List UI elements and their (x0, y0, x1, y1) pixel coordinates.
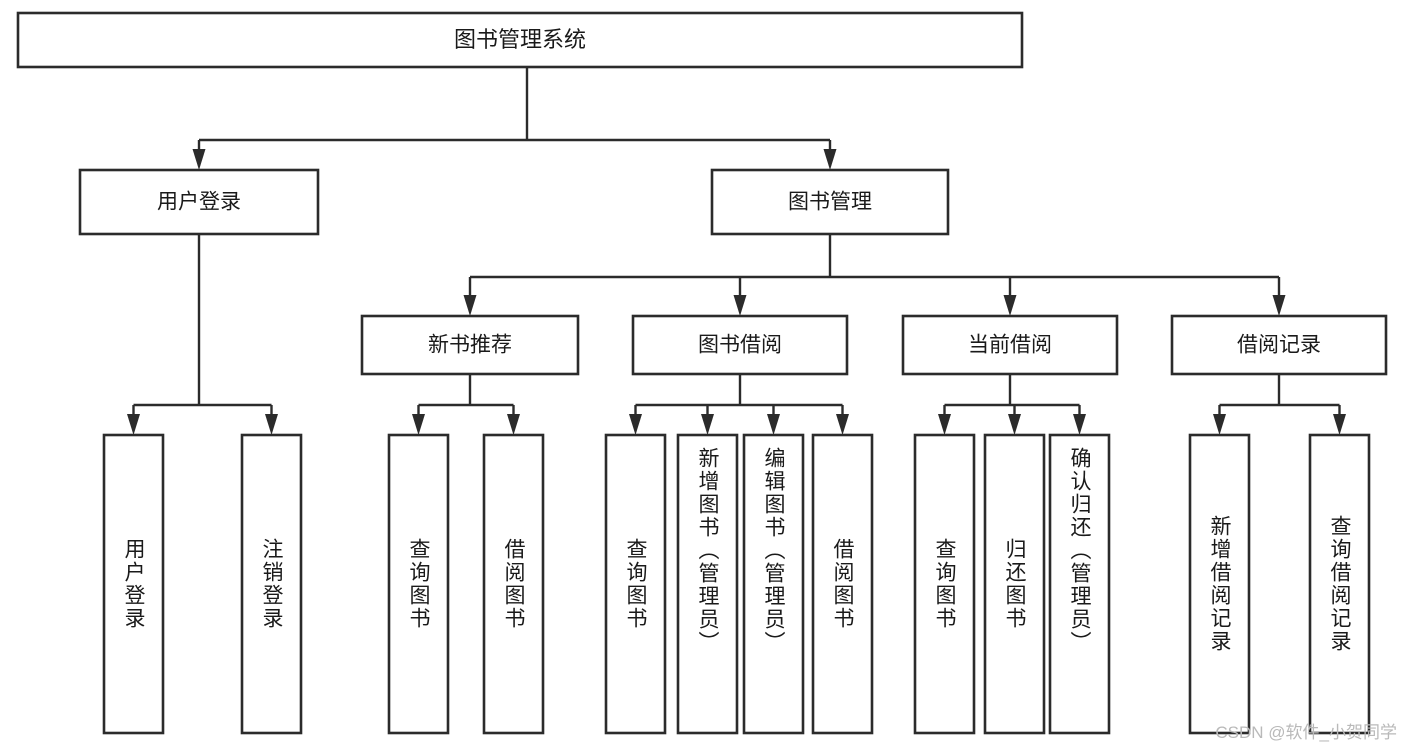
node-box-root[interactable] (16, 11, 1024, 69)
node-box-leaf-borrow-book-rec[interactable] (482, 433, 545, 735)
arrow-head-icon (192, 149, 206, 170)
arrow-head-icon (463, 295, 477, 316)
arrow-head-icon (733, 295, 747, 316)
node-label-user-login: 用户登录 (157, 191, 241, 214)
node-box-leaf-user-login[interactable] (102, 433, 165, 735)
connectors-layer (127, 67, 1346, 435)
node-box-leaf-query-borrow-record[interactable] (1308, 433, 1371, 735)
node-box-leaf-query-book-current[interactable] (913, 433, 976, 735)
node-label-book-manage: 图书管理 (788, 191, 872, 214)
arrow-head-icon (823, 149, 837, 170)
node-box-leaf-confirm-return-admin[interactable] (1048, 433, 1111, 735)
arrow-head-icon (767, 414, 780, 435)
node-box-leaf-edit-book-admin[interactable] (742, 433, 805, 735)
node-box-leaf-query-book-rec[interactable] (387, 433, 450, 735)
arrow-head-icon (1073, 414, 1086, 435)
node-label-borrow-record: 借阅记录 (1237, 334, 1321, 357)
node-box-borrow-record[interactable] (1170, 314, 1388, 376)
node-box-leaf-add-borrow-record[interactable] (1188, 433, 1251, 735)
node-label-root: 图书管理系统 (454, 27, 586, 52)
arrow-head-icon (127, 414, 140, 435)
node-label-new-book-recommend: 新书推荐 (428, 334, 512, 357)
watermark-text: CSDN @软件_小贺同学 (1215, 723, 1397, 742)
node-label-book-borrow: 图书借阅 (698, 334, 782, 357)
arrow-head-icon (1272, 295, 1286, 316)
arrow-head-icon (629, 414, 642, 435)
arrow-head-icon (836, 414, 849, 435)
node-box-book-manage[interactable] (710, 168, 950, 236)
arrow-head-icon (507, 414, 520, 435)
arrow-head-icon (1003, 295, 1017, 316)
node-box-leaf-borrow-book[interactable] (811, 433, 874, 735)
arrow-head-icon (701, 414, 714, 435)
node-box-leaf-add-book-admin[interactable] (676, 433, 739, 735)
arrow-head-icon (938, 414, 951, 435)
node-box-user-login[interactable] (78, 168, 320, 236)
node-box-book-borrow[interactable] (631, 314, 849, 376)
arrow-head-icon (412, 414, 425, 435)
node-label-current-borrow: 当前借阅 (968, 334, 1052, 357)
boxes-layer (16, 11, 1388, 735)
arrow-head-icon (1008, 414, 1021, 435)
arrow-head-icon (1213, 414, 1226, 435)
node-box-leaf-logout-login[interactable] (240, 433, 303, 735)
node-box-new-book-recommend[interactable] (360, 314, 580, 376)
node-box-leaf-return-book[interactable] (983, 433, 1046, 735)
arrow-head-icon (1333, 414, 1346, 435)
arrow-head-icon (265, 414, 278, 435)
node-box-leaf-query-book-borrow[interactable] (604, 433, 667, 735)
node-box-current-borrow[interactable] (901, 314, 1119, 376)
